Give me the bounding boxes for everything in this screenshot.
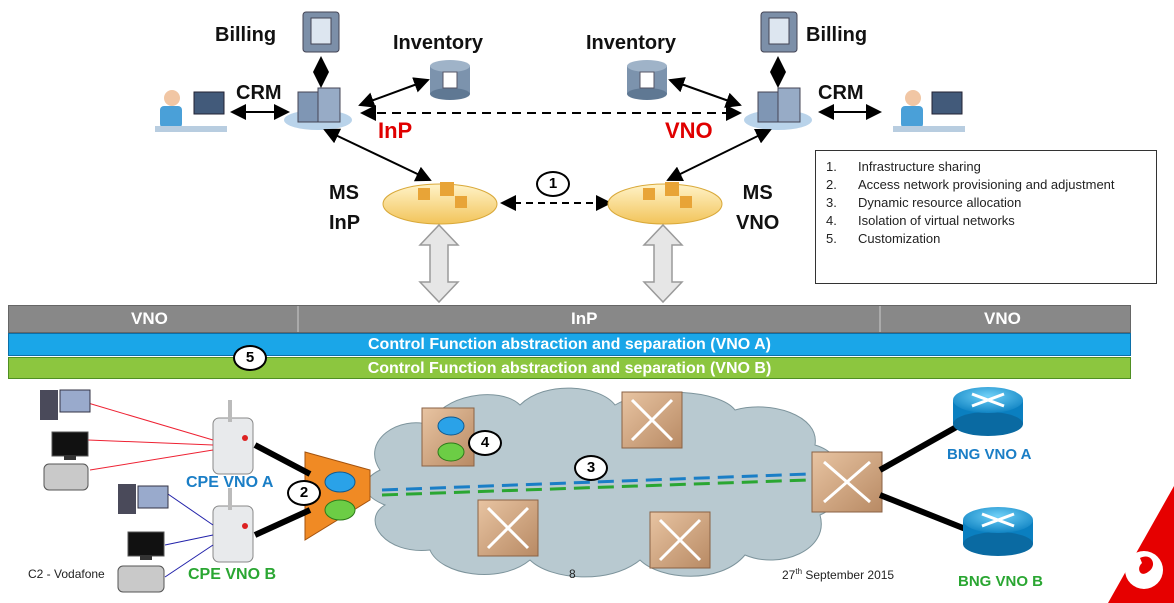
vno-left-label: VNO: [131, 309, 168, 328]
phone-icon: [117, 565, 165, 593]
inp-label: InP: [378, 118, 413, 143]
inventory-label-right: Inventory: [586, 32, 677, 54]
legend-item: 5.Customization: [826, 231, 941, 246]
inventory-label-left: Inventory: [393, 32, 484, 54]
phone-icon: [43, 463, 89, 491]
billing-server-icon-right: [760, 11, 798, 53]
inventory-database-icon-left: [430, 60, 470, 100]
footer-classification: C2 - Vodafone: [28, 567, 105, 581]
bar-divider: [879, 306, 881, 332]
desktop-computer-icon: [118, 484, 169, 514]
inventory-database-icon-right: [627, 60, 667, 100]
domain-bar: VNO InP VNO: [8, 305, 1131, 333]
access-node-icon: [304, 451, 371, 541]
cpe-vno-b-label: CPE VNO B: [188, 566, 277, 583]
legend-item: 2.Access network provisioning and adjust…: [826, 177, 1115, 192]
management-links: [230, 56, 882, 211]
inp-center-label: InP: [571, 309, 598, 328]
crm-label-right: CRM: [818, 82, 864, 104]
vno-management-server-icon: [744, 87, 812, 130]
isolation-box-icon: [421, 407, 475, 467]
bng-b-link: [878, 492, 970, 533]
cpe-b-uplink: [253, 507, 312, 538]
switch-box-icon: [649, 511, 711, 569]
tv-icon: [51, 431, 89, 460]
marker-2: 2: [287, 480, 321, 506]
vodafone-logo: [1108, 486, 1174, 603]
marker-1: 1: [536, 171, 570, 197]
tv-icon: [127, 531, 165, 560]
marker-4: 4: [468, 430, 502, 456]
control-bar-vno-a: Control Function abstraction and separat…: [8, 333, 1131, 356]
inp-management-server-icon: [284, 87, 352, 130]
control-bar-vno-b: Control Function abstraction and separat…: [8, 357, 1131, 379]
billing-label-left: Billing: [215, 24, 277, 46]
legend-item: 4.Isolation of virtual networks: [826, 213, 1015, 228]
ms-vno-title: MS VNO: [736, 178, 779, 238]
crm-label-left: CRM: [236, 82, 282, 104]
ms-label: MS: [329, 182, 359, 204]
switch-box-icon: [811, 451, 883, 513]
bng-vno-b-label: BNG VNO B: [958, 573, 1044, 590]
bng-a-router-icon: [953, 387, 1023, 436]
bng-a-link: [878, 422, 962, 473]
legend-item: 1.Infrastructure sharing: [826, 159, 981, 174]
ms-vno-label: VNO: [736, 212, 780, 234]
control-double-arrows: [418, 223, 684, 304]
feature-legend: 1.Infrastructure sharing 2.Access networ…: [815, 150, 1157, 284]
legend-item: 3.Dynamic resource allocation: [826, 195, 1022, 210]
ms-inp-label: InP: [329, 212, 361, 234]
cpe-b-router-icon: [212, 488, 254, 563]
ms-inp-title: MS InP: [329, 178, 360, 238]
marker-3: 3: [574, 455, 608, 481]
cpe-a-router-icon: [212, 400, 254, 475]
footer-date: 27th September 2015: [782, 567, 895, 582]
vno-label: VNO: [665, 118, 713, 143]
cpe-a-uplink: [253, 442, 312, 477]
ms-inp-disc-icon: [382, 182, 498, 225]
ms-vno-disc-icon: [607, 182, 723, 225]
cpe-a-terminal-links: [87, 402, 214, 471]
cpe-vno-a-label: CPE VNO A: [186, 474, 274, 491]
switch-box-icon: [621, 391, 683, 449]
bng-vno-a-label: BNG VNO A: [947, 446, 1032, 463]
crm-user-icon-left: [155, 90, 227, 132]
billing-label-right: Billing: [806, 24, 868, 46]
bng-b-router-icon: [963, 507, 1033, 556]
bar-divider: [297, 306, 299, 332]
marker-5: 5: [233, 345, 267, 371]
desktop-computer-icon: [40, 389, 91, 420]
switch-box-icon: [477, 499, 539, 557]
vno-right-label: VNO: [984, 309, 1021, 328]
page-number: 8: [569, 567, 576, 581]
crm-user-icon-right: [893, 90, 965, 132]
billing-server-icon-left: [302, 11, 340, 53]
ms-label: MS: [742, 182, 773, 204]
cpe-b-terminal-links: [164, 491, 214, 578]
